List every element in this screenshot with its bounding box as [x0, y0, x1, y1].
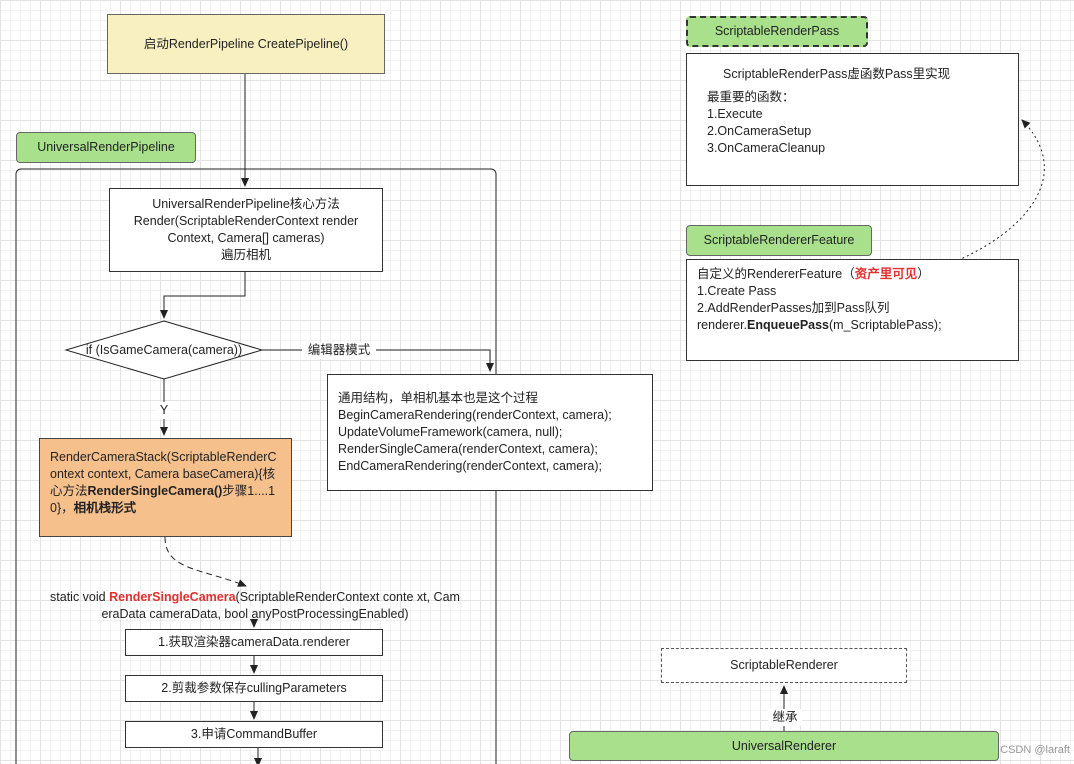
decision-label: if (IsGameCamera(camera)) — [85, 343, 243, 357]
step-2-node: 2.剪裁参数保存cullingParameters — [125, 675, 383, 702]
pass-title: ScriptableRenderPass虚函数Pass里实现 — [723, 67, 951, 81]
core-line-2: Render(ScriptableRenderContext render — [133, 214, 359, 228]
stack-text-2: 步骤1....10}， — [50, 484, 276, 515]
edge-stack-single — [164, 536, 247, 587]
step-1-text: 1.获取渲染器cameraData.renderer — [158, 635, 350, 649]
single-suffix: (ScriptableRenderContext conte xt, Camer… — [101, 590, 460, 621]
scriptable-renderer-text: ScriptableRenderer — [730, 658, 838, 672]
feature-line-4-prefix: renderer. — [697, 318, 748, 332]
edge-yes-label: Y — [156, 402, 172, 419]
core-line-3: Context, Camera[] cameras) — [167, 231, 325, 245]
scriptable-renderer-node: ScriptableRenderer — [661, 648, 907, 683]
renderer-feature-label: ScriptableRendererFeature — [686, 225, 872, 256]
edge-core-decision — [160, 272, 246, 319]
common-line-1: 通用结构，单相机基本也是这个过程 — [338, 391, 539, 405]
feature-line-2: 1.Create Pass — [697, 284, 777, 298]
watermark-text: CSDN @laraft — [1000, 744, 1070, 756]
watermark: CSDN @laraft — [984, 742, 1070, 759]
core-line-1: UniversalRenderPipeline核心方法 — [152, 197, 340, 211]
start-node-text: 启动RenderPipeline CreatePipeline() — [143, 36, 349, 51]
feature-line-4-suffix: (m_ScriptablePass); — [829, 318, 942, 332]
edge-editor-mode — [262, 349, 494, 372]
step-3-text: 3.申请CommandBuffer — [190, 727, 318, 741]
edge-editor-label: 编辑器模式 — [302, 342, 376, 359]
feature-line-1-red: 资产里可见 — [854, 267, 918, 281]
start-node: 启动RenderPipeline CreatePipeline() — [107, 14, 385, 74]
render-camera-stack-node: RenderCameraStack(ScriptableRenderContex… — [39, 438, 292, 537]
feature-line-1-suffix: ） — [917, 267, 930, 281]
decision-text: if (IsGameCamera(camera)) — [66, 342, 262, 359]
urp-label-text: UniversalRenderPipeline — [37, 140, 175, 154]
feature-line-1: 自定义的RendererFeature（资产里可见） — [697, 266, 1008, 283]
render-pass-node: ScriptableRenderPass虚函数Pass里实现 最重要的函数： 1… — [686, 53, 1019, 186]
core-line-4: 遍历相机 — [220, 248, 271, 262]
common-structure-node: 通用结构，单相机基本也是这个过程 BeginCameraRendering(re… — [327, 374, 653, 491]
stack-bold-2: 相机栈形式 — [73, 501, 137, 515]
render-pass-label-text: ScriptableRenderPass — [714, 24, 840, 38]
common-line-5: EndCameraRendering(renderContext, camera… — [338, 459, 603, 473]
universal-renderer-node: UniversalRenderer — [569, 731, 999, 761]
renderer-feature-label-text: ScriptableRendererFeature — [703, 233, 855, 247]
edge-inherit-label: 继承 — [768, 709, 802, 726]
core-method-node: UniversalRenderPipeline核心方法 Render(Scrip… — [109, 188, 383, 272]
universal-renderer-text: UniversalRenderer — [731, 738, 837, 753]
stack-text-1: RenderCameraStack(ScriptableRenderContex… — [50, 450, 277, 498]
edge-inherit-text: 继承 — [772, 710, 798, 724]
common-line-3: UpdateVolumeFramework(camera, null); — [338, 425, 563, 439]
feature-line-4: renderer.EnqueuePass(m_ScriptablePass); — [697, 317, 1008, 334]
render-single-camera-node: static void RenderSingleCamera(Scriptabl… — [50, 589, 460, 623]
feature-line-1-prefix: 自定义的RendererFeature（ — [697, 267, 855, 281]
step-2-text: 2.剪裁参数保存cullingParameters — [161, 681, 347, 695]
step-3-node: 3.申请CommandBuffer — [125, 721, 383, 748]
renderer-feature-node: 自定义的RendererFeature（资产里可见） 1.Create Pass… — [686, 259, 1019, 361]
single-name: RenderSingleCamera — [109, 590, 236, 604]
pass-subtitle: 最重要的函数： — [707, 90, 795, 104]
common-line-4: RenderSingleCamera(renderContext, camera… — [338, 442, 598, 456]
edge-createpass-pass — [811, 119, 1045, 292]
stack-bold-1: RenderSingleCamera() — [87, 484, 223, 498]
feature-line-4-bold: EnqueuePass — [747, 318, 830, 332]
render-pass-label: ScriptableRenderPass — [686, 16, 868, 47]
urp-label: UniversalRenderPipeline — [16, 132, 196, 163]
pass-item-3: 3.OnCameraCleanup — [707, 141, 826, 155]
common-line-2: BeginCameraRendering(renderContext, came… — [338, 408, 612, 422]
single-prefix: static void — [50, 590, 110, 604]
edge-editor-text: 编辑器模式 — [307, 343, 371, 357]
step-1-node: 1.获取渲染器cameraData.renderer — [125, 629, 383, 656]
edge-yes-text: Y — [159, 403, 169, 417]
feature-line-3: 2.AddRenderPasses加到Pass队列 — [697, 301, 890, 315]
pass-item-2: 2.OnCameraSetup — [707, 124, 812, 138]
pass-item-1: 1.Execute — [707, 107, 763, 121]
